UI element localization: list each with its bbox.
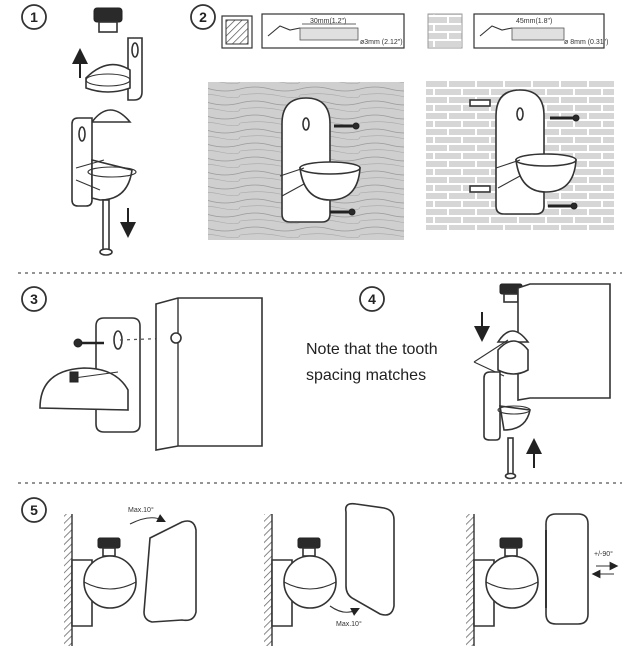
step-3: 3	[21, 286, 263, 451]
wood-drill-diameter: ø3mm (2.12")	[360, 39, 403, 46]
wall-section	[64, 514, 72, 646]
tilt-down-label: Max.10°	[336, 620, 362, 628]
step-number: 2	[199, 9, 207, 25]
step-4: 4 Note that the tooth spacing matches	[306, 283, 611, 480]
pointer-line	[473, 339, 509, 363]
speaker-box	[155, 297, 263, 451]
ball-dome	[39, 367, 129, 411]
upper-bracket	[85, 37, 143, 101]
speaker-box	[344, 502, 395, 616]
knob-icon	[499, 537, 523, 549]
ball-cup	[299, 167, 361, 201]
lower-bracket	[483, 371, 531, 441]
tilt-arrow-icon	[329, 605, 360, 616]
step-number-badge	[21, 497, 47, 523]
anchor-icon	[469, 99, 580, 210]
brick-wall-mount	[426, 80, 614, 230]
tilt-up-label: Max.10°	[128, 506, 154, 514]
wall-section	[264, 514, 272, 646]
wood-wall-icon	[221, 15, 253, 49]
tilt-up-view: Max.10°	[64, 506, 197, 646]
wood-drill-spec: 30mm(1.2") ø3mm (2.12")	[261, 13, 405, 49]
step-number-badge	[21, 286, 47, 312]
brick-drill-length: 45mm(1.8")	[516, 18, 552, 25]
step-2: 2 30mm(1.2") ø3mm (2.12") 45mm(1.8") ø 8…	[190, 4, 614, 240]
knob-icon	[97, 537, 121, 549]
wood-wall-mount	[208, 82, 404, 240]
step-number-badge	[190, 4, 216, 30]
lower-bracket	[71, 117, 137, 207]
knob-icon	[499, 283, 523, 303]
rotate-view: +/-90°	[466, 513, 619, 646]
screw-icon	[99, 199, 113, 256]
bracket-assembly	[39, 317, 141, 433]
step-number: 4	[368, 291, 376, 307]
speaker-box	[545, 513, 589, 625]
wood-drill-length: 30mm(1.2")	[310, 18, 346, 25]
brick-wall-icon	[427, 13, 463, 49]
ball-dome	[496, 330, 530, 343]
brick-drill-spec: 45mm(1.8") ø 8mm (0.31")	[473, 13, 609, 49]
step-number: 3	[30, 291, 38, 307]
rotate-label: +/-90°	[594, 550, 613, 558]
screw-icon	[504, 437, 517, 480]
step-number-badge	[359, 286, 385, 312]
step-5: 5 Max.10° Max.10°	[21, 497, 619, 646]
speaker-box	[517, 283, 611, 401]
step-1: 1	[21, 4, 143, 256]
upper-bracket	[497, 340, 529, 375]
ball-joint	[485, 555, 539, 609]
wall-plate	[281, 97, 331, 223]
tilt-arrow-icon	[129, 514, 166, 525]
wall-section	[466, 514, 474, 646]
knob-icon	[93, 7, 123, 33]
ball-joint	[283, 555, 337, 609]
knob-icon	[297, 537, 321, 549]
screw-icon	[73, 338, 104, 348]
alignment-guide	[119, 337, 177, 341]
drill-icon	[267, 25, 301, 37]
tooth-spacing-note-line-2: spacing matches	[306, 367, 426, 384]
ball-cup	[515, 159, 577, 193]
mount-hole	[170, 332, 182, 344]
screw-icon	[330, 122, 360, 216]
ball-dome	[90, 109, 132, 123]
ball-joint	[83, 555, 137, 609]
drill-icon	[479, 25, 513, 37]
tilt-down-view: Max.10°	[264, 502, 395, 646]
speaker-box	[143, 520, 197, 623]
step-number: 1	[30, 9, 38, 25]
step-number-badge	[21, 4, 47, 30]
tooth-spacing-note-line-1: Note that the tooth	[306, 341, 438, 358]
step-number: 5	[30, 502, 38, 518]
brick-drill-diameter: ø 8mm (0.31")	[564, 39, 609, 46]
